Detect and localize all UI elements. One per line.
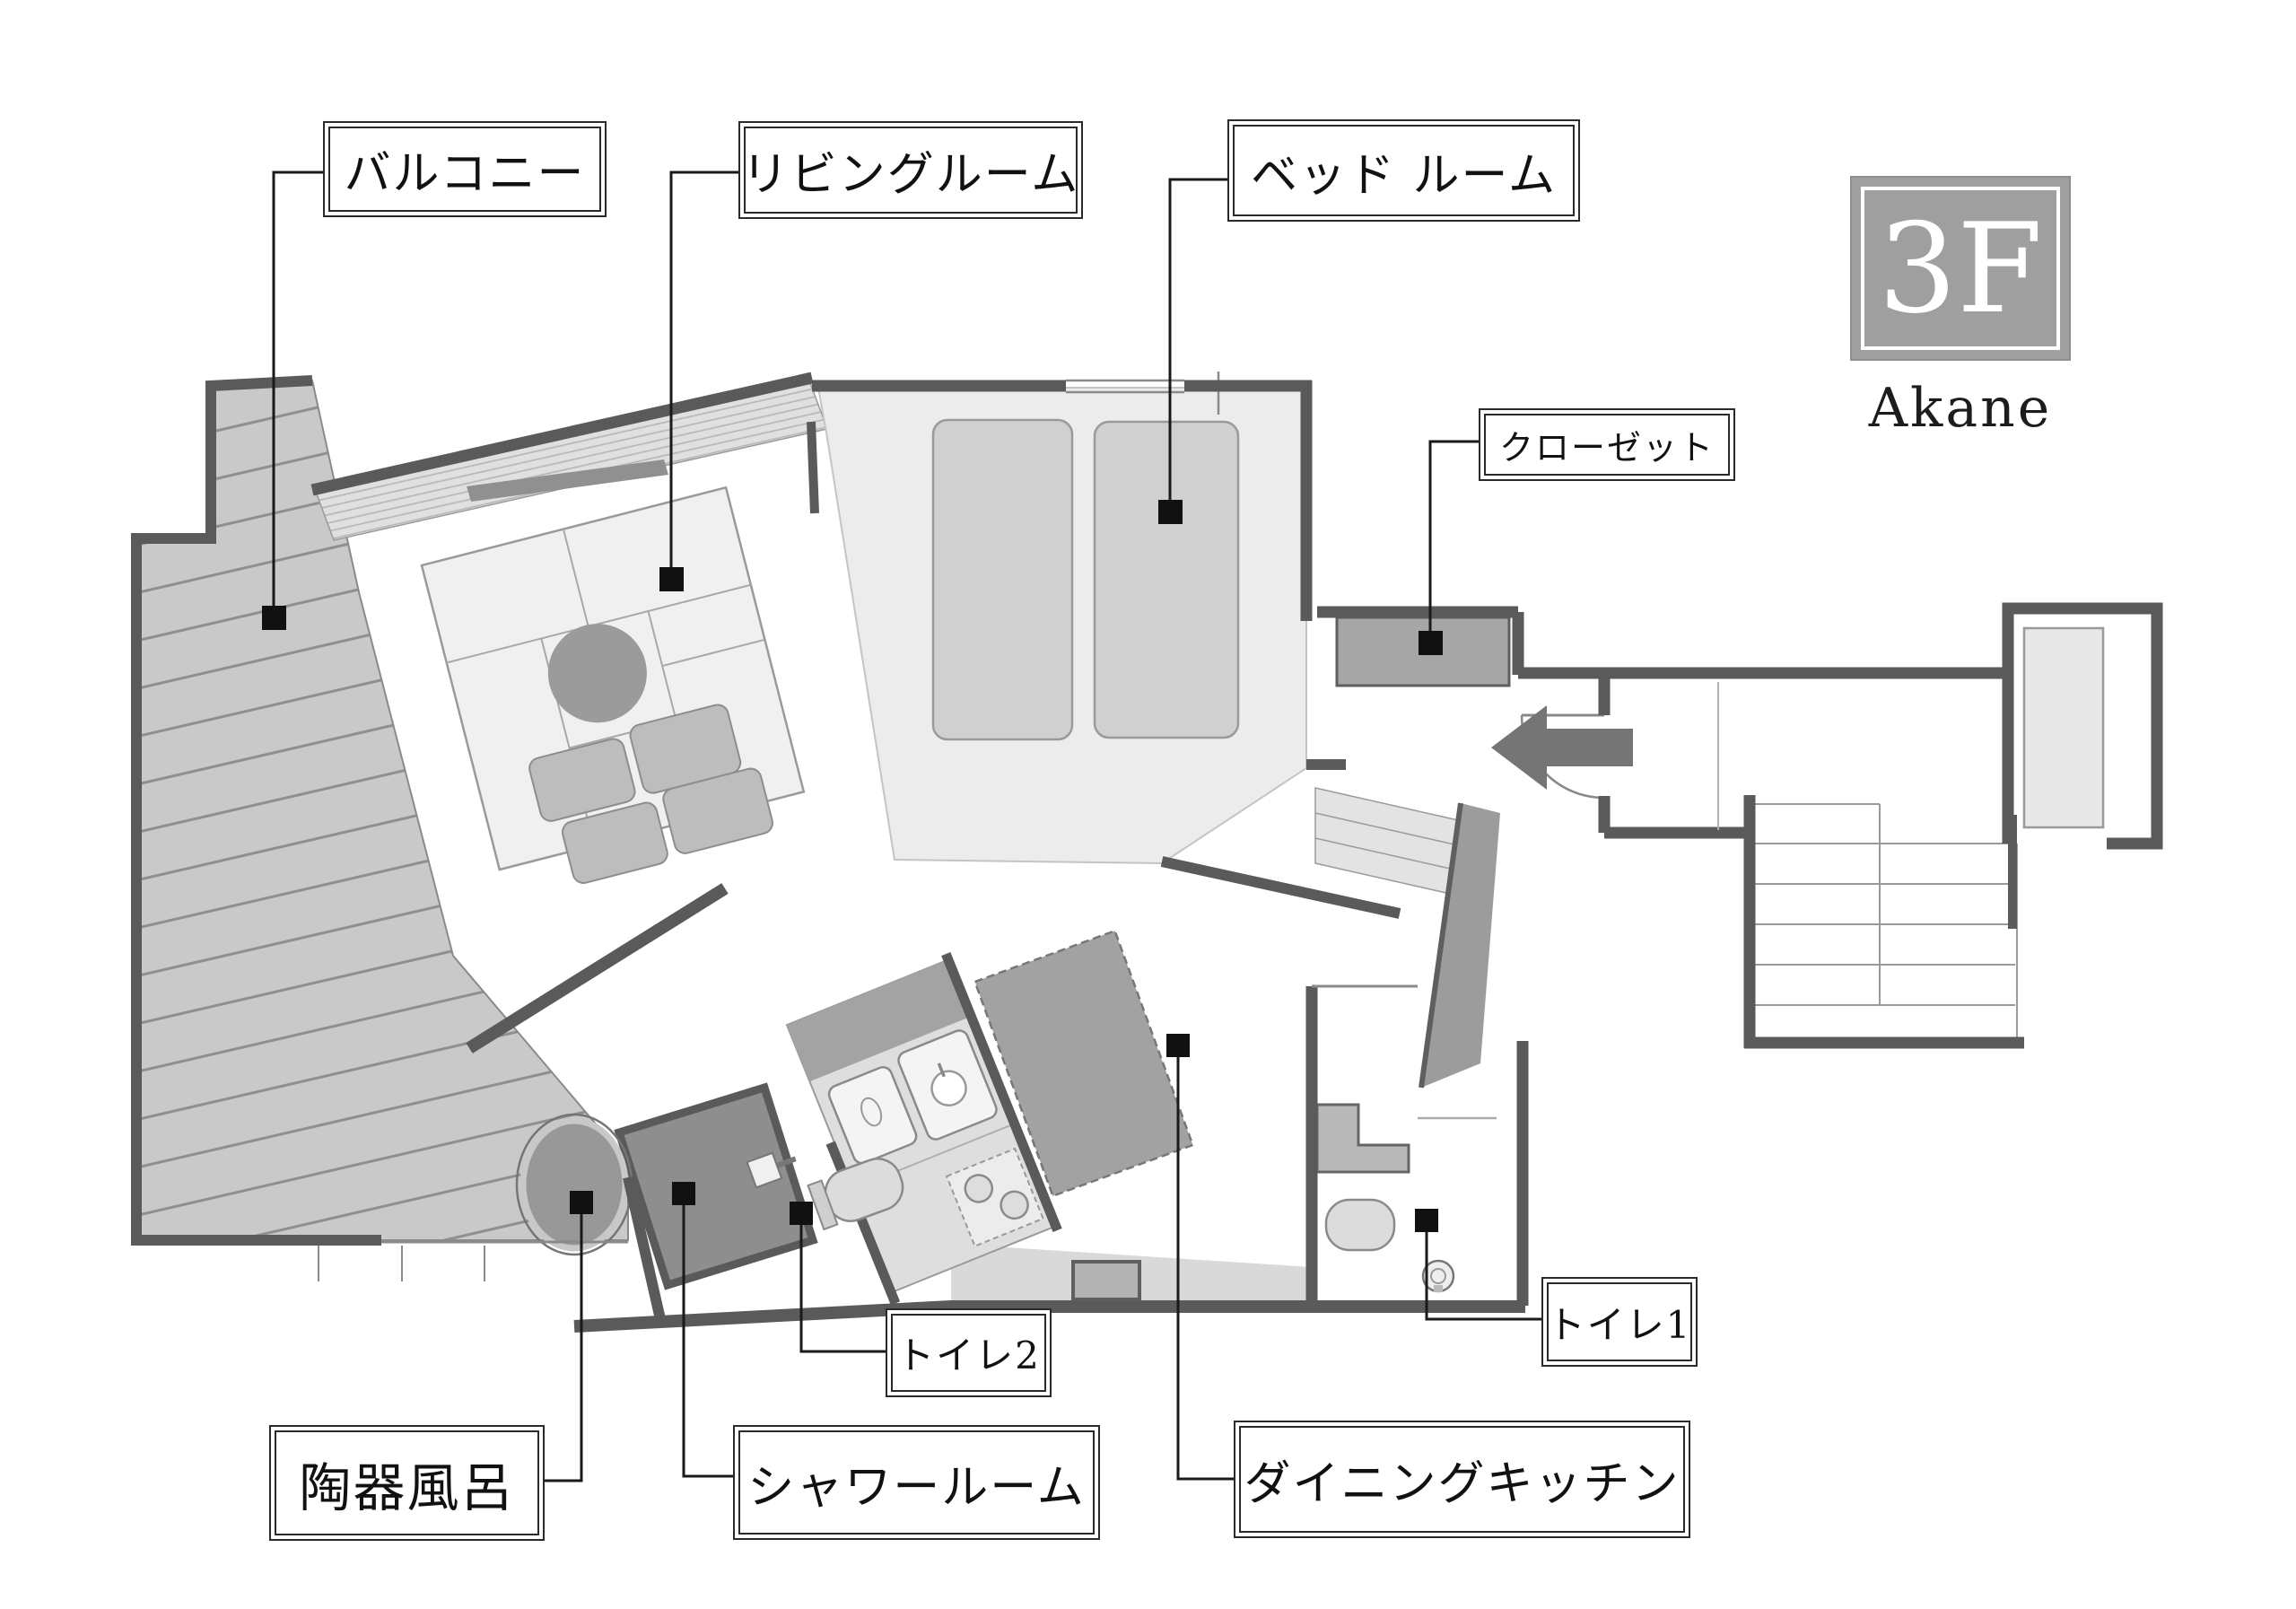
- label-bedroom-text: ベッド ルーム: [1251, 148, 1557, 203]
- partition-wedge: [1421, 803, 1500, 1088]
- elevator-shaft: [2022, 626, 2105, 829]
- entry-step-block: [1071, 1260, 1141, 1301]
- internal-stairs: [1314, 787, 1467, 898]
- bed: [931, 418, 1074, 741]
- label-toilet1: トイレ1: [1541, 1277, 1698, 1367]
- label-shower-room: シャワールーム: [733, 1425, 1100, 1540]
- label-closet-text: クローゼット: [1498, 428, 1715, 468]
- marker-shower: [672, 1182, 695, 1205]
- marker-balcony: [262, 606, 286, 630]
- building-name: Akane: [1850, 377, 2071, 440]
- washbasin: [827, 1065, 918, 1165]
- marker-dining: [1166, 1034, 1190, 1057]
- stove: [945, 1147, 1044, 1247]
- shower-fixture: [746, 1151, 797, 1189]
- label-dining-kitchen-text: ダイニングキッチン: [1244, 1457, 1681, 1511]
- marker-closet: [1419, 631, 1443, 655]
- label-shower-room-text: シャワールーム: [747, 1460, 1086, 1515]
- bath-tub: [515, 1113, 633, 1256]
- marker-toilet1: [1415, 1209, 1438, 1232]
- marker-toilet2: [790, 1202, 813, 1225]
- label-ceramic-bath: 陶器風呂: [269, 1425, 545, 1541]
- dining-table: [973, 929, 1195, 1198]
- label-toilet2: トイレ2: [886, 1308, 1052, 1397]
- label-toilet2-text: トイレ2: [896, 1334, 1041, 1377]
- label-living-room-text: リビングルーム: [741, 148, 1080, 202]
- label-markers: [262, 500, 1443, 1232]
- label-toilet1-text: トイレ1: [1547, 1302, 1692, 1347]
- marker-living: [659, 567, 684, 591]
- marker-bedroom: [1158, 500, 1183, 524]
- floor-cushion: [528, 738, 636, 822]
- label-closet: クローゼット: [1479, 408, 1735, 481]
- window-sill: [467, 459, 668, 502]
- floor-cushion: [561, 801, 668, 884]
- toilet1-counter: [1315, 1103, 1410, 1174]
- label-living-room: リビングルーム: [738, 121, 1083, 219]
- toilet1-basin: [1421, 1259, 1455, 1293]
- bed: [1093, 420, 1240, 739]
- walls: [131, 372, 2163, 1333]
- tatami-area: [420, 485, 806, 884]
- engawa-strip: [314, 380, 829, 541]
- round-table: [547, 624, 647, 723]
- shower-room-area: [614, 1082, 818, 1290]
- label-balcony-text: バルコニー: [344, 147, 586, 201]
- building-name-text: Akane: [1868, 377, 2053, 440]
- floor-badge-text: 3F: [1878, 196, 2043, 341]
- label-balcony: バルコニー: [323, 121, 607, 217]
- floor-badge: 3F: [1850, 176, 2071, 361]
- entry-arrow-icon: [1491, 705, 1633, 790]
- leader-lines: [272, 171, 1541, 1482]
- stairwell-steps: [1751, 803, 2018, 1043]
- label-bedroom: ベッド ルーム: [1227, 119, 1580, 222]
- label-ceramic-bath-text: 陶器風呂: [299, 1456, 515, 1518]
- floor-cushion: [662, 767, 773, 854]
- toilet-fixture-1: [1324, 1198, 1396, 1252]
- marker-bath: [570, 1191, 593, 1214]
- label-dining-kitchen: ダイニングキッチン: [1234, 1421, 1690, 1538]
- kitchen-counter: [785, 952, 1062, 1306]
